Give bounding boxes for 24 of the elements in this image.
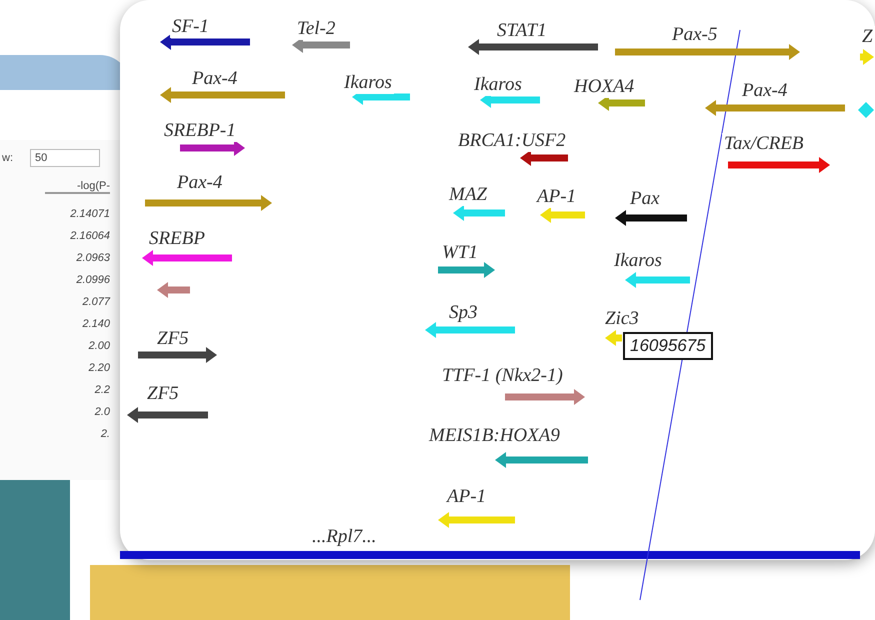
table-cell-text: 2.0996 bbox=[75, 274, 110, 286]
table-cell-text: 2.2 bbox=[94, 384, 110, 396]
table-cell-text: 2.00 bbox=[88, 340, 110, 352]
factor-label: TTF-1 (Nkx2-1) bbox=[440, 365, 565, 387]
factor-label: BRCA1:USF2 bbox=[456, 130, 568, 152]
factor-label: HOXA4 bbox=[572, 76, 636, 98]
factor-label: Ikaros bbox=[472, 74, 524, 96]
column-header: -log(P- bbox=[45, 180, 110, 194]
factor-label: Z bbox=[860, 26, 875, 48]
factor-label: Ikaros bbox=[342, 72, 394, 94]
factor-label: Sp3 bbox=[447, 302, 480, 324]
table-cell-text: 2.16064 bbox=[69, 230, 110, 242]
position-tooltip: 16095675 bbox=[623, 332, 713, 360]
table-cell-text: 2.14071 bbox=[69, 208, 110, 220]
table-cell-text: 2.0 bbox=[94, 406, 110, 418]
table-cell-text: 2. bbox=[100, 428, 110, 440]
table-cell-text: 2.20 bbox=[88, 362, 110, 374]
table-cell-text: 2.0963 bbox=[75, 252, 110, 264]
factor-label: SREBP-1 bbox=[162, 120, 238, 142]
table-cell-text: 2.140 bbox=[81, 318, 110, 330]
field-label: w: bbox=[2, 152, 13, 164]
input-field: 50 bbox=[30, 149, 100, 167]
table-cell-text: 2.077 bbox=[81, 296, 110, 308]
factor-label: Tel-2 bbox=[295, 18, 338, 40]
